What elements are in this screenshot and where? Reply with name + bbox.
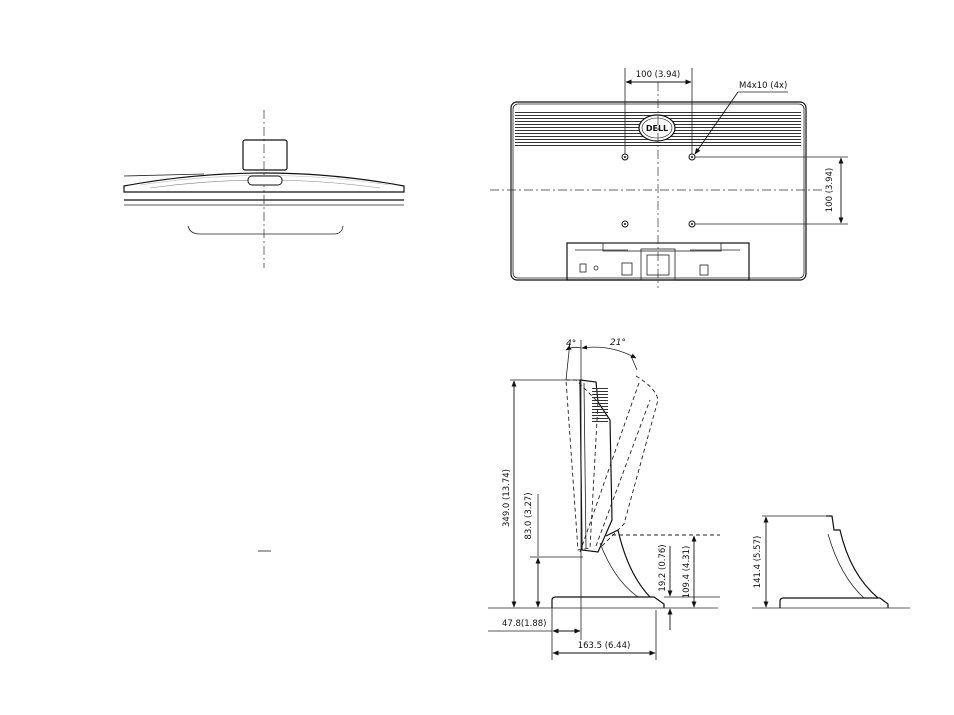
vesa-height-label: 100 (3.94) <box>825 168 835 212</box>
lowered-base <box>780 598 888 608</box>
forward-tilt-angle: 4° <box>566 339 576 349</box>
side-view-stand-arm <box>606 530 650 597</box>
side-view-lowered: 141.4 (5.57) <box>752 516 910 608</box>
vesa-width-label: 100 (3.94) <box>636 70 680 80</box>
lowered-stand <box>826 516 878 598</box>
rear-view: DELL 100 (3.94) 100 (3.94) M4x10 (4x) <box>490 68 848 288</box>
vesa-holes <box>622 154 695 227</box>
top-view-stand-neck <box>243 140 287 170</box>
top-view-logo-badge <box>248 176 282 185</box>
side-view-base <box>552 597 664 608</box>
min-height-label: 141.4 (5.57) <box>753 536 763 589</box>
overall-height-label: 349.0 (13.74) <box>502 469 512 527</box>
stand-height-label: 109.4 (4.31) <box>682 546 692 599</box>
front-depth-label: 47.8(1.88) <box>502 619 546 629</box>
top-view <box>124 110 404 268</box>
side-view: 4° 21° 349.0 (13.74) 83.0 (3.27) 109.4 (… <box>488 338 720 660</box>
base-depth-label: 163.5 (6.44) <box>578 641 631 651</box>
back-tilt-angle: 21° <box>610 338 626 348</box>
screw-callout-label: M4x10 (4x) <box>739 81 787 91</box>
rear-view-logo-text: DELL <box>646 124 668 133</box>
stand-offset-label: 19.2 (0.76) <box>658 544 668 591</box>
side-view-back-tilt-outline <box>600 376 658 548</box>
panel-bottom-label: 83.0 (3.27) <box>524 492 534 539</box>
side-view-vents <box>592 388 608 424</box>
top-view-base <box>188 226 343 234</box>
